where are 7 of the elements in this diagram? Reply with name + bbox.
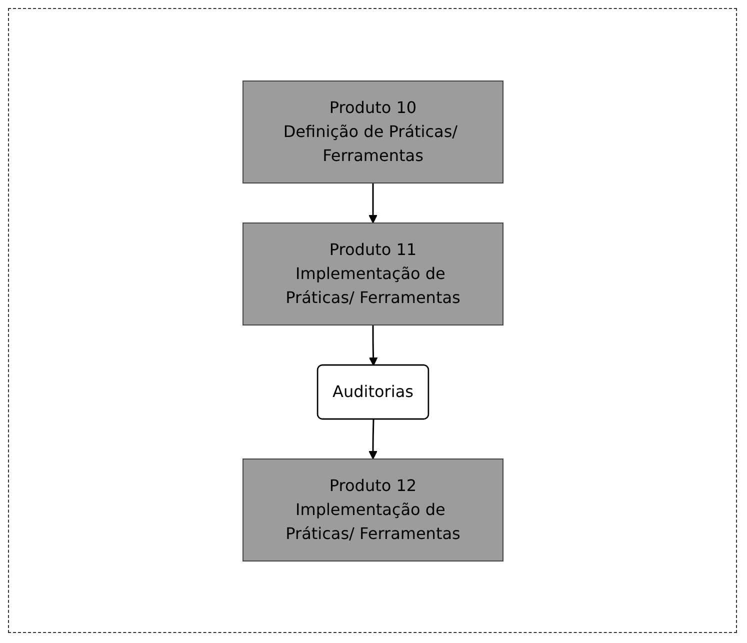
node-box [242, 80, 503, 183]
dashed-frame: Produto 10 Definição de Práticas/ Ferramentas Produto 11 Implementação de Práticas/ Ferramentas Auditorias Produto 12 Implementação de Práticas/ Ferramentas [8, 8, 737, 633]
node-box [242, 222, 503, 325]
arrow [368, 418, 377, 459]
node-box [242, 458, 503, 561]
arrow [368, 182, 377, 223]
arrow [368, 324, 378, 366]
